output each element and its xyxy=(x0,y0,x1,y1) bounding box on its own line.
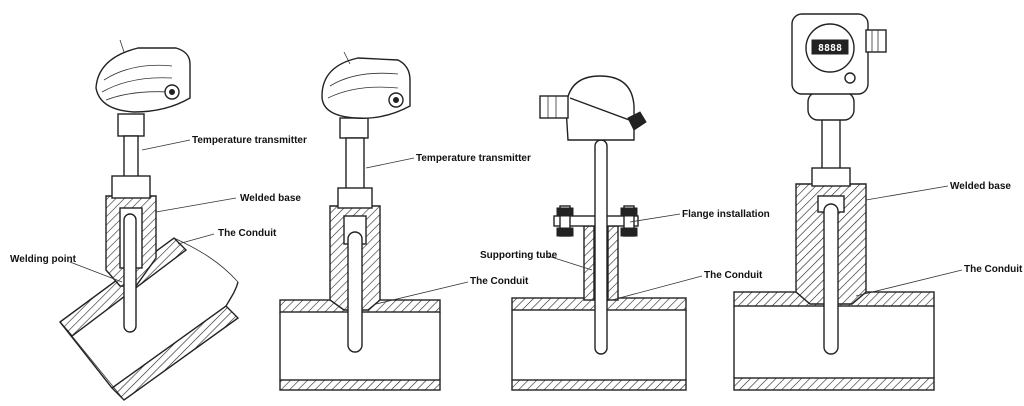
junction-head-1 xyxy=(95,39,191,113)
transmitter-stem-4 xyxy=(807,91,855,187)
label-conduit-3: The Conduit xyxy=(704,270,763,281)
label-conduit-2: The Conduit xyxy=(470,276,529,287)
probe-2 xyxy=(347,231,363,353)
junction-head-3 xyxy=(539,75,647,141)
diagram-3-flange-installation: Flange installation Supporting tube The … xyxy=(480,75,770,391)
label-conduit-1: The Conduit xyxy=(218,228,277,239)
label-welded-base-4: Welded base xyxy=(950,181,1011,192)
diagram-1-angled-installation: Temperature transmitter Welded base The … xyxy=(10,39,307,401)
label-conduit-4: The Conduit xyxy=(964,264,1023,275)
label-welding-point-1: Welding point xyxy=(10,254,77,265)
junction-head-2 xyxy=(321,51,411,119)
label-transmitter-1: Temperature transmitter xyxy=(192,135,307,146)
label-transmitter-2: Temperature transmitter xyxy=(416,153,531,164)
lcd-digits-4: 8888 xyxy=(818,43,842,54)
label-flange-3: Flange installation xyxy=(682,209,770,220)
probe-4 xyxy=(823,203,839,355)
lcd-display-4 xyxy=(811,39,849,55)
transmitter-stem-1 xyxy=(111,113,151,199)
probe-3 xyxy=(594,139,608,355)
diagram-4-display-transmitter-installation: 8888 Welded base The Conduit xyxy=(733,13,1023,391)
transmitter-housing-4: 8888 xyxy=(791,13,887,95)
diagram-2-welded-installation: Temperature transmitter The Conduit xyxy=(279,51,531,391)
label-supporting-tube-3: Supporting tube xyxy=(480,250,558,261)
label-welded-base-1: Welded base xyxy=(240,193,301,204)
probe-1 xyxy=(123,213,137,333)
transmitter-stem-2 xyxy=(337,117,373,209)
